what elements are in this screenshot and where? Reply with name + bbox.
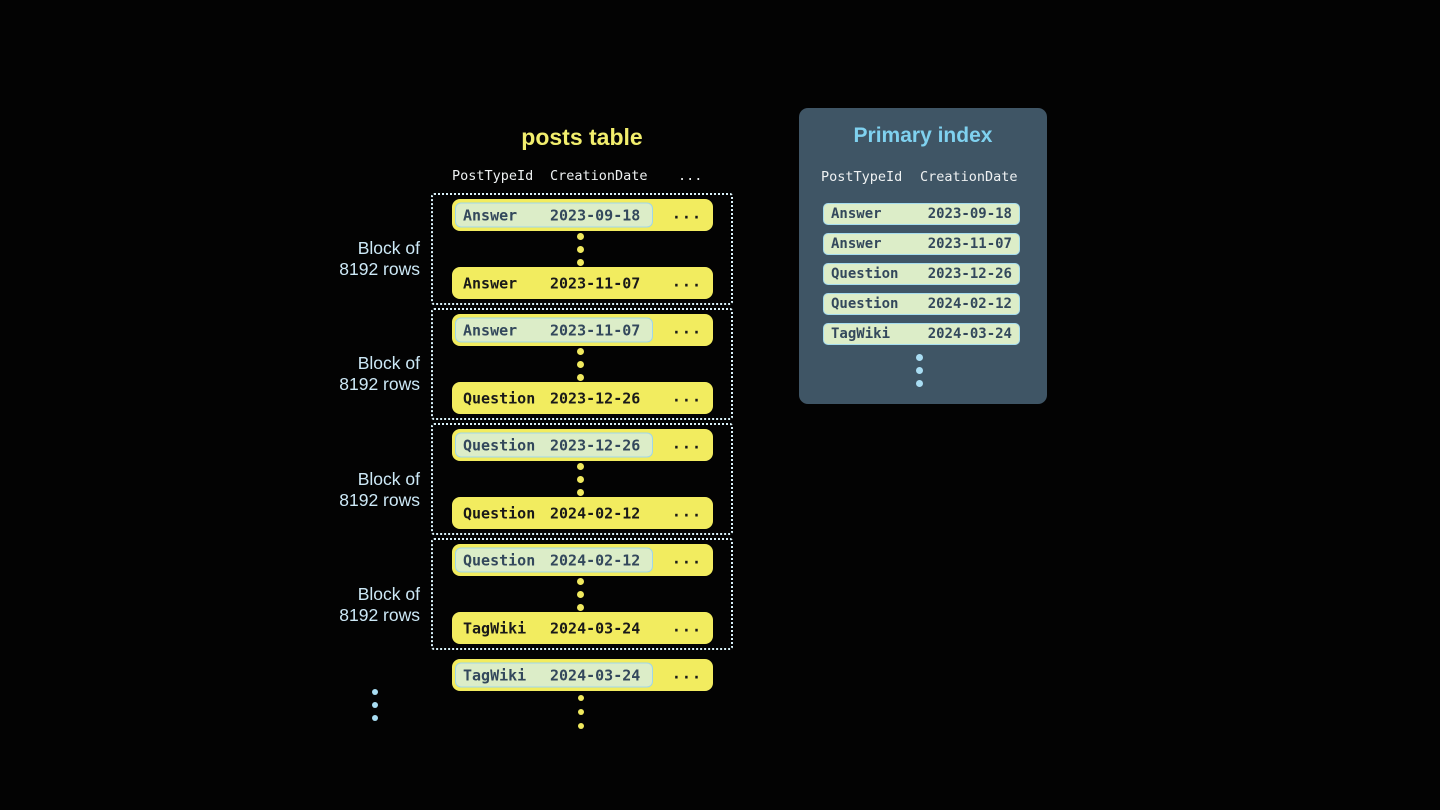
row-content: Question 2024-02-12	[455, 501, 653, 526]
row-block-2: Answer 2023-11-07 ... Question 2023-12-2…	[431, 308, 733, 420]
more-rows-dots-icon	[578, 695, 584, 729]
row-more-columns: ...	[671, 272, 702, 291]
posts-col-posttypeid: PostTypeId	[452, 168, 534, 184]
row-more-columns: ...	[671, 434, 702, 453]
posts-col-ellipsis: ...	[678, 168, 703, 184]
index-creationdate: 2023-11-07	[927, 236, 1012, 252]
index-entry: TagWiki 2024-03-24	[823, 323, 1020, 345]
block-label-line1: Block of	[357, 469, 420, 489]
row-block-1: Answer 2023-09-18 ... Answer 2023-11-07 …	[431, 193, 733, 305]
index-posttypeid: Answer	[831, 206, 882, 222]
indexed-row-highlight: Answer 2023-09-18	[455, 202, 653, 228]
block-label-line2: 8192 rows	[339, 374, 420, 394]
row-posttypeid: Question	[463, 389, 536, 407]
row-more-columns: ...	[671, 617, 702, 636]
index-posttypeid: Question	[831, 266, 899, 282]
row-more-columns: ...	[671, 664, 702, 683]
row-posttypeid: TagWiki	[463, 619, 527, 637]
table-row: TagWiki 2024-03-24 ...	[452, 612, 713, 644]
row-posttypeid: Answer	[463, 321, 518, 339]
row-more-columns: ...	[671, 387, 702, 406]
table-row: Question 2023-12-26 ...	[452, 429, 713, 461]
index-col-creationdate: CreationDate	[920, 169, 1018, 185]
index-entry: Answer 2023-11-07	[823, 233, 1020, 255]
table-row: Question 2024-02-12 ...	[452, 497, 713, 529]
block-label-line1: Block of	[357, 353, 420, 373]
index-creationdate: 2023-12-26	[927, 266, 1012, 282]
row-posttypeid: Question	[463, 551, 536, 569]
block-label: Block of 8192 rows	[270, 469, 420, 511]
row-more-columns: ...	[671, 319, 702, 338]
ellipsis-dots-icon	[577, 578, 584, 611]
ellipsis-dots-icon	[577, 348, 584, 381]
row-content: Question 2023-12-26	[455, 386, 653, 411]
table-row: Question 2023-12-26 ...	[452, 382, 713, 414]
block-label-line1: Block of	[357, 238, 420, 258]
row-creationdate: 2024-03-24	[550, 619, 641, 637]
row-posttypeid: Question	[463, 504, 536, 522]
indexed-row-highlight: TagWiki 2024-03-24	[455, 662, 653, 688]
index-entry: Question 2023-12-26	[823, 263, 1020, 285]
row-block-3: Question 2023-12-26 ... Question 2024-02…	[431, 423, 733, 535]
row-content: TagWiki 2024-03-24	[455, 616, 653, 641]
more-index-entries-dots-icon	[916, 354, 923, 387]
table-row: Question 2024-02-12 ...	[452, 544, 713, 576]
index-posttypeid: Question	[831, 296, 899, 312]
index-entry: Question 2024-02-12	[823, 293, 1020, 315]
row-posttypeid: TagWiki	[463, 666, 527, 684]
ellipsis-dots-icon	[577, 463, 584, 496]
posts-table-title: posts table	[521, 124, 643, 150]
row-more-columns: ...	[671, 502, 702, 521]
indexed-row-highlight: Answer 2023-11-07	[455, 317, 653, 343]
primary-index-panel: Primary index PostTypeId CreationDate An…	[799, 108, 1047, 404]
table-row: Answer 2023-11-07 ...	[452, 267, 713, 299]
row-creationdate: 2023-12-26	[550, 389, 641, 407]
row-more-columns: ...	[671, 549, 702, 568]
table-row-overflow: TagWiki 2024-03-24 ...	[452, 659, 713, 691]
row-more-columns: ...	[671, 204, 702, 223]
block-label: Block of 8192 rows	[270, 238, 420, 280]
ellipsis-dots-icon	[577, 233, 584, 266]
block-label-line2: 8192 rows	[339, 490, 420, 510]
primary-index-title: Primary index	[853, 124, 993, 147]
index-creationdate: 2024-02-12	[927, 296, 1012, 312]
index-entry: Answer 2023-09-18	[823, 203, 1020, 225]
block-label: Block of 8192 rows	[270, 353, 420, 395]
row-creationdate: 2024-02-12	[550, 551, 641, 569]
block-label-line2: 8192 rows	[339, 259, 420, 279]
row-creationdate: 2023-11-07	[550, 274, 641, 292]
indexed-row-highlight: Question 2024-02-12	[455, 547, 653, 573]
block-label-line2: 8192 rows	[339, 605, 420, 625]
table-row: Answer 2023-09-18 ...	[452, 199, 713, 231]
row-block-4: Question 2024-02-12 ... TagWiki 2024-03-…	[431, 538, 733, 650]
index-col-posttypeid: PostTypeId	[821, 169, 903, 185]
posts-col-creationdate: CreationDate	[550, 168, 648, 184]
row-content: Answer 2023-11-07	[455, 271, 653, 296]
index-creationdate: 2024-03-24	[927, 326, 1012, 342]
block-label-line1: Block of	[357, 584, 420, 604]
row-creationdate: 2023-11-07	[550, 321, 641, 339]
more-blocks-dots-icon	[372, 689, 378, 721]
posts-table-blocks: Answer 2023-09-18 ... Answer 2023-11-07 …	[431, 193, 733, 650]
index-posttypeid: TagWiki	[831, 326, 891, 342]
row-creationdate: 2023-12-26	[550, 436, 641, 454]
indexed-row-highlight: Question 2023-12-26	[455, 432, 653, 458]
block-label: Block of 8192 rows	[270, 584, 420, 626]
row-creationdate: 2023-09-18	[550, 206, 641, 224]
row-creationdate: 2024-03-24	[550, 666, 641, 684]
table-row: Answer 2023-11-07 ...	[452, 314, 713, 346]
primary-index-rows: Answer 2023-09-18 Answer 2023-11-07 Ques…	[823, 203, 1020, 345]
row-posttypeid: Question	[463, 436, 536, 454]
row-creationdate: 2024-02-12	[550, 504, 641, 522]
index-posttypeid: Answer	[831, 236, 882, 252]
index-creationdate: 2023-09-18	[927, 206, 1012, 222]
row-posttypeid: Answer	[463, 274, 518, 292]
row-posttypeid: Answer	[463, 206, 518, 224]
